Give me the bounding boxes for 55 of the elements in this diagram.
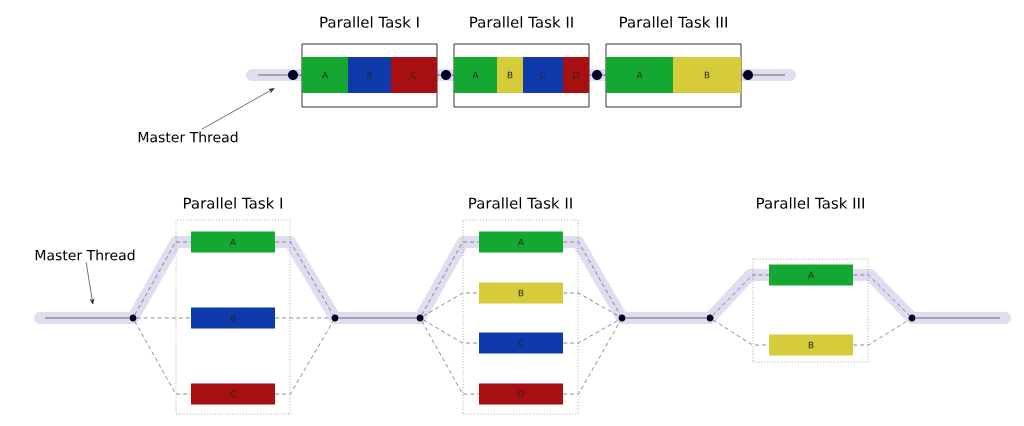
task-segment: D <box>563 57 589 93</box>
task-bar: B <box>769 334 853 356</box>
thread-line <box>741 74 744 76</box>
fork-line <box>562 319 620 344</box>
task-heading: Parallel Task I <box>184 197 283 209</box>
task-heading: Parallel Task III <box>757 197 864 209</box>
task-segment: B <box>348 57 391 93</box>
task-bar: B <box>191 307 275 329</box>
task-segment: A <box>454 57 497 93</box>
fork-line <box>134 241 192 316</box>
fork-line <box>562 241 621 316</box>
task-bar: A <box>769 264 853 286</box>
fork-line <box>421 241 480 316</box>
thread-line <box>44 317 130 319</box>
task-segment: A <box>606 57 673 93</box>
task-segment: C <box>391 57 437 93</box>
thread-line <box>450 74 454 76</box>
fork-line <box>136 317 192 319</box>
fork-line <box>274 320 334 395</box>
task-bar: C <box>479 332 563 354</box>
thread-line <box>601 74 606 76</box>
leader-line <box>201 88 275 130</box>
fork-line <box>562 320 621 395</box>
task-heading: Parallel Task I <box>320 16 419 28</box>
fork-line <box>852 274 910 316</box>
fork-line <box>422 319 480 344</box>
thread-line <box>752 74 786 76</box>
task-heading: Parallel Task II <box>470 16 573 28</box>
task-heading: Parallel Task II <box>469 197 572 209</box>
task-segment: C <box>523 57 563 93</box>
leader-line <box>85 262 95 305</box>
thread-line <box>338 317 417 319</box>
fork-line <box>422 292 480 317</box>
thread-line <box>625 317 707 319</box>
task-bar: B <box>479 282 563 304</box>
thread-line <box>297 74 302 76</box>
task-bar: A <box>191 231 275 253</box>
task-bar: C <box>191 383 275 405</box>
fork-line <box>134 320 192 395</box>
task-segment: B <box>497 57 523 93</box>
fork-line <box>274 241 334 316</box>
thread-line <box>589 74 593 76</box>
thread-label: Master Thread <box>138 131 238 143</box>
fork-line <box>421 320 480 395</box>
thread-line <box>257 74 289 76</box>
thread-line <box>915 317 1001 319</box>
task-bar: A <box>479 231 563 253</box>
thread-label: Master Thread <box>35 249 135 261</box>
task-segment: B <box>673 57 741 93</box>
fork-line <box>562 292 620 317</box>
task-heading: Parallel Task III <box>620 16 727 28</box>
task-bar: D <box>479 383 563 405</box>
task-segment: A <box>302 57 348 93</box>
thread-line <box>437 74 442 76</box>
fork-line <box>712 274 770 316</box>
